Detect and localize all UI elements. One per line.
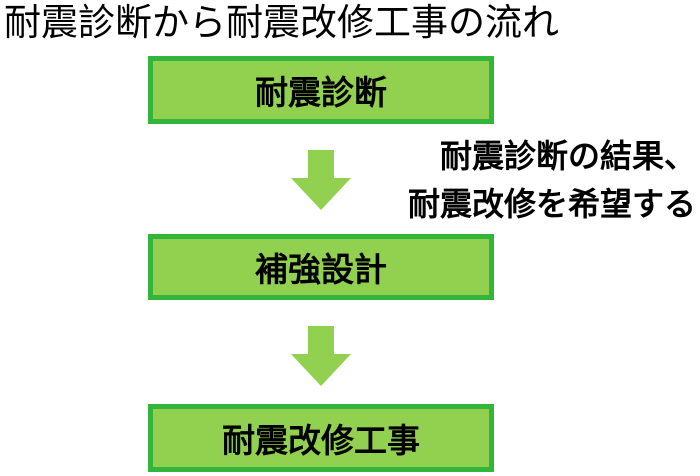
condition-note: 耐震診断の結果、 耐震改修を希望する [408, 132, 696, 228]
step-reinforcement-design: 補強設計 [148, 234, 494, 300]
condition-note-line-1: 耐震診断の結果、 [439, 137, 696, 175]
page-title: 耐震診断から耐震改修工事の流れ [4, 1, 559, 44]
step-seismic-diagnosis: 耐震診断 [148, 56, 494, 124]
step-label: 耐震改修工事 [222, 421, 420, 460]
step-label: 補強設計 [255, 250, 387, 289]
down-arrow-icon [291, 326, 351, 386]
down-arrow-icon [291, 150, 351, 210]
step-seismic-retrofit-work: 耐震改修工事 [148, 404, 494, 472]
step-label: 耐震診断 [255, 73, 387, 112]
condition-note-line-2: 耐震改修を希望する [407, 185, 696, 223]
